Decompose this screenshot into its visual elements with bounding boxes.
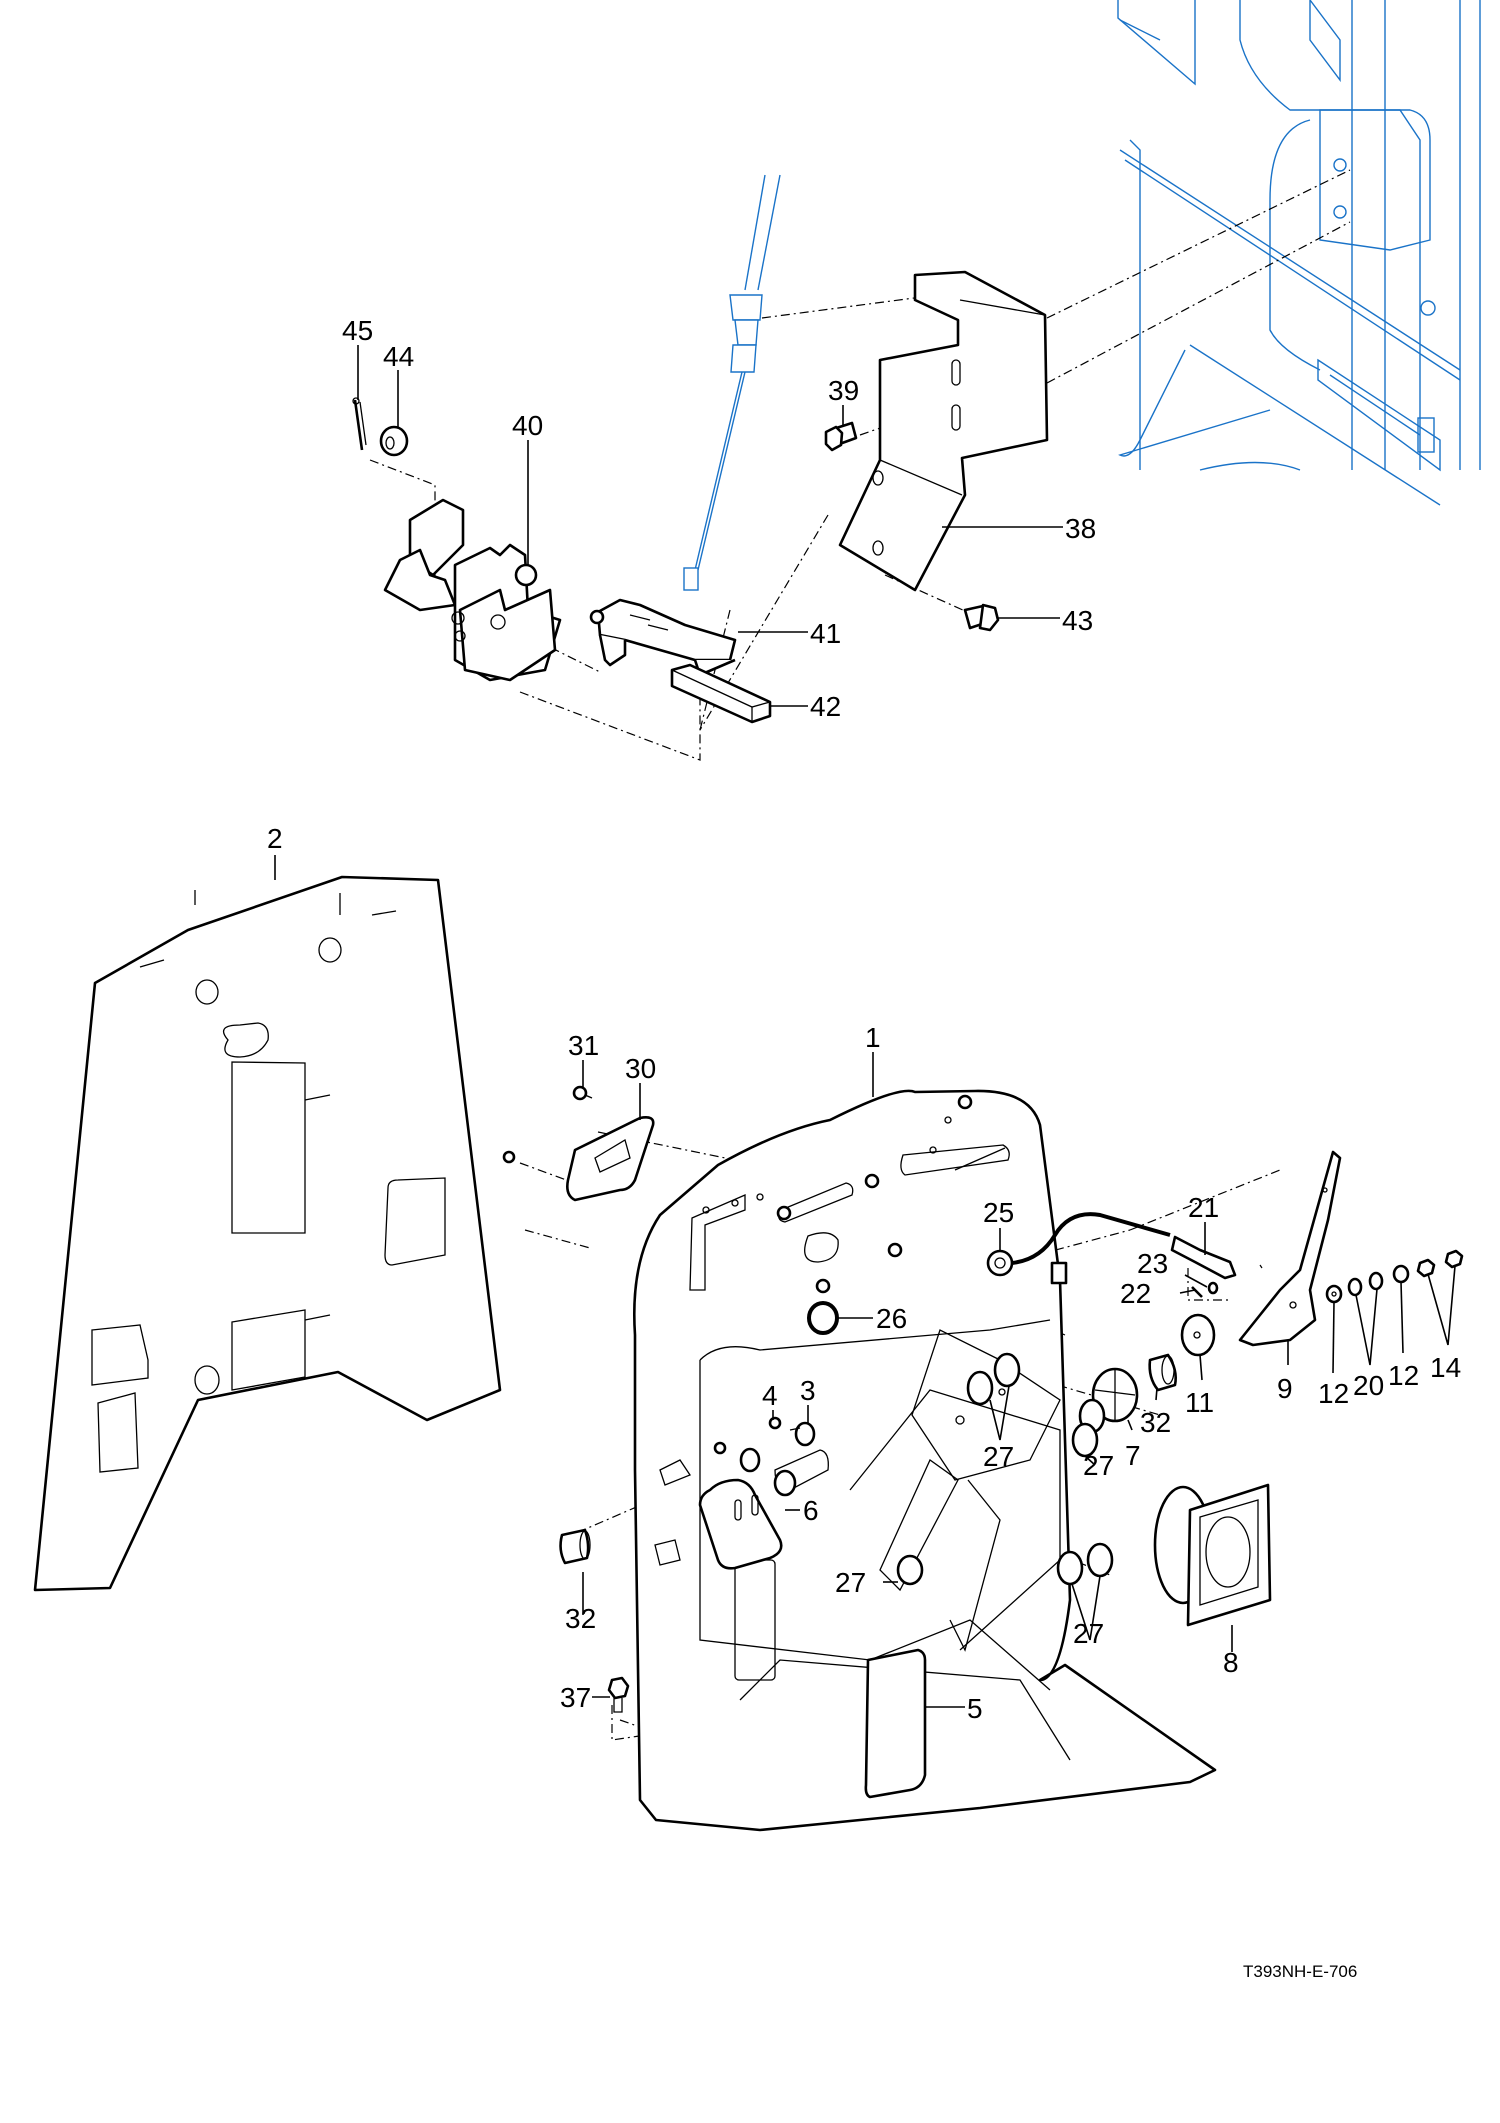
part-6-pad [698,1449,829,1570]
callout-25: 25 [983,1197,1014,1228]
part-38-bracket-plate [838,270,1049,592]
part-31-screw [572,1085,593,1101]
part-32-bushing-right [1148,1353,1177,1392]
part-8-duct [1153,1483,1272,1627]
part-1-main-frame [633,1089,1217,1832]
reference-frame-drawing [1117,0,1481,506]
part-12-washer-1 [1325,1284,1343,1304]
callout-40: 40 [512,410,543,441]
part-30-gasket [566,1116,655,1202]
callout-26: 26 [876,1303,907,1334]
part-45-cotter-pin [352,397,367,451]
callout-11: 11 [1185,1387,1214,1418]
callout-37: 37 [560,1682,591,1713]
callout-7: 7 [1125,1440,1141,1471]
part-41-bracket [589,598,737,677]
callout-31: 31 [568,1030,599,1061]
callout-27-a: 27 [983,1441,1014,1472]
callout-39: 39 [828,375,859,406]
part-32-bushing-left [559,1528,591,1565]
callout-32-right: 32 [1140,1407,1171,1438]
part-42-block [670,663,772,724]
part-5-plate [864,1648,927,1799]
part-9-lever [1238,1150,1342,1347]
callout-27-b: 27 [1083,1450,1114,1481]
callout-43: 43 [1062,605,1093,636]
part-37-bolt [607,1676,630,1713]
callout-42: 42 [810,691,841,722]
callout-1: 1 [865,1022,881,1053]
part-12-washer-2 [1392,1264,1410,1284]
callout-4: 4 [762,1380,778,1411]
callout-5: 5 [967,1693,983,1724]
callout-12-a: 12 [1318,1378,1349,1409]
part-39-bolt [824,421,858,452]
part-44-washer [379,425,409,457]
callout-21: 21 [1188,1192,1219,1223]
part-3-bolt [739,1421,816,1473]
callout-30: 30 [625,1053,656,1084]
part-31-screw-2 [502,1150,516,1164]
callout-38: 38 [1065,513,1096,544]
callout-12-b: 12 [1388,1360,1419,1391]
callout-6: 6 [803,1495,819,1526]
callout-14: 14 [1430,1352,1461,1383]
part-43-bolt [963,603,1000,632]
callout-27-d: 27 [1073,1618,1104,1649]
callout-20: 20 [1353,1370,1384,1401]
part-21-cable-end [1170,1235,1237,1280]
part-7-grommet [1091,1367,1139,1423]
drawing-code: T393NH-E-706 [1243,1962,1357,1981]
callout-3: 3 [800,1375,816,1406]
part-11-disc [1180,1313,1216,1357]
part-40-actuator [383,498,562,682]
callout-22: 22 [1120,1278,1151,1309]
part-2-panel [33,875,502,1592]
part-22-pin [1191,1286,1203,1298]
callout-32-left: 32 [565,1603,596,1634]
callout-45: 45 [342,315,373,346]
callout-27-c: 27 [835,1567,866,1598]
callout-23: 23 [1137,1248,1168,1279]
callout-9: 9 [1277,1373,1293,1404]
callout-41: 41 [810,618,841,649]
callouts: 45 44 40 39 41 42 38 43 2 31 30 1 21 25 … [267,315,1461,1724]
part-23-washer [1207,1281,1219,1295]
callout-8: 8 [1223,1647,1239,1678]
cable-reference-drawing [683,174,781,591]
part-20-washers [1347,1271,1384,1297]
part-4-nut [713,1416,782,1455]
callout-44: 44 [383,341,414,372]
callout-2: 2 [267,823,283,854]
part-14-nuts [1416,1249,1464,1278]
leader-lines [274,345,1456,1708]
